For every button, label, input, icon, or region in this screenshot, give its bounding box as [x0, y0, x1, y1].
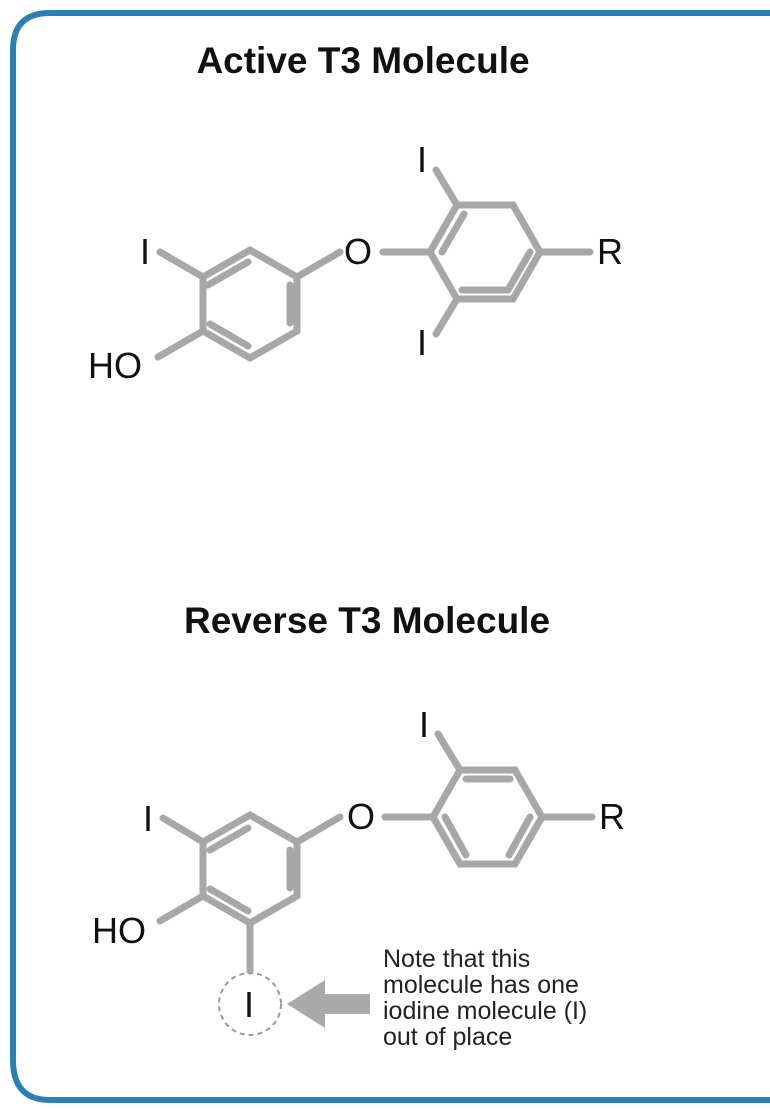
reverse-left-ring-double-1 [206, 824, 252, 854]
active-right-ring-double-1 [438, 210, 468, 256]
reverse-left-ring-double-3 [206, 885, 252, 915]
reverse-atom-iodine-left: I [143, 798, 153, 839]
active-atom-iodine-top: I [417, 139, 427, 180]
reverse-atom-hydroxyl: HO [92, 910, 146, 951]
reverse-bond-ring-iodine [159, 814, 207, 846]
misplaced-iodine-note: Note that this molecule has one iodine m… [383, 946, 643, 1050]
active-bond-ring-iodine [156, 248, 207, 281]
reverse-atom-iodine-top: I [419, 704, 429, 745]
reverse-right-ring [428, 766, 547, 868]
active-bond-top-iodine [432, 166, 461, 209]
reverse-left-ring [199, 810, 301, 928]
reverse-right-ring-double-2 [441, 813, 470, 859]
misplaced-iodine-highlight [218, 972, 282, 1036]
title-reverse-t3: Reverse T3 Molecule [183, 600, 551, 641]
active-atom-oxygen: O [344, 231, 372, 272]
active-left-ring-double-1 [204, 258, 252, 289]
active-atom-r-group: R [597, 231, 623, 272]
active-atom-iodine-left: I [140, 231, 150, 272]
pointer-arrow [287, 980, 370, 1028]
active-left-ring-double-3 [206, 320, 252, 350]
reverse-atom-r-group: R [599, 796, 625, 837]
reverse-atom-oxygen: O [347, 796, 375, 837]
active-right-ring-double-2 [504, 248, 534, 294]
title-active-t3: Active T3 Molecule [196, 40, 530, 81]
active-bond-ring-oxygen [293, 248, 344, 281]
active-bond-ring-hydroxyl [154, 327, 207, 361]
reverse-bond-ring-hydroxyl [156, 892, 207, 925]
note-line: out of place [383, 1023, 513, 1051]
active-bond-bottom-iodine [432, 295, 461, 338]
reverse-right-ring-double-3 [505, 813, 534, 859]
reverse-atom-iodine-misplaced: I [244, 984, 254, 1025]
reverse-bond-top-iodine [434, 730, 464, 774]
active-atom-iodine-bottom: I [417, 322, 427, 363]
active-atom-hydroxyl: HO [88, 345, 142, 386]
note-line: molecule has one [383, 971, 579, 999]
note-line: Note that this [383, 945, 531, 973]
note-line: iodine molecule (I) [383, 997, 588, 1025]
reverse-bond-ring-oxygen [293, 813, 344, 846]
